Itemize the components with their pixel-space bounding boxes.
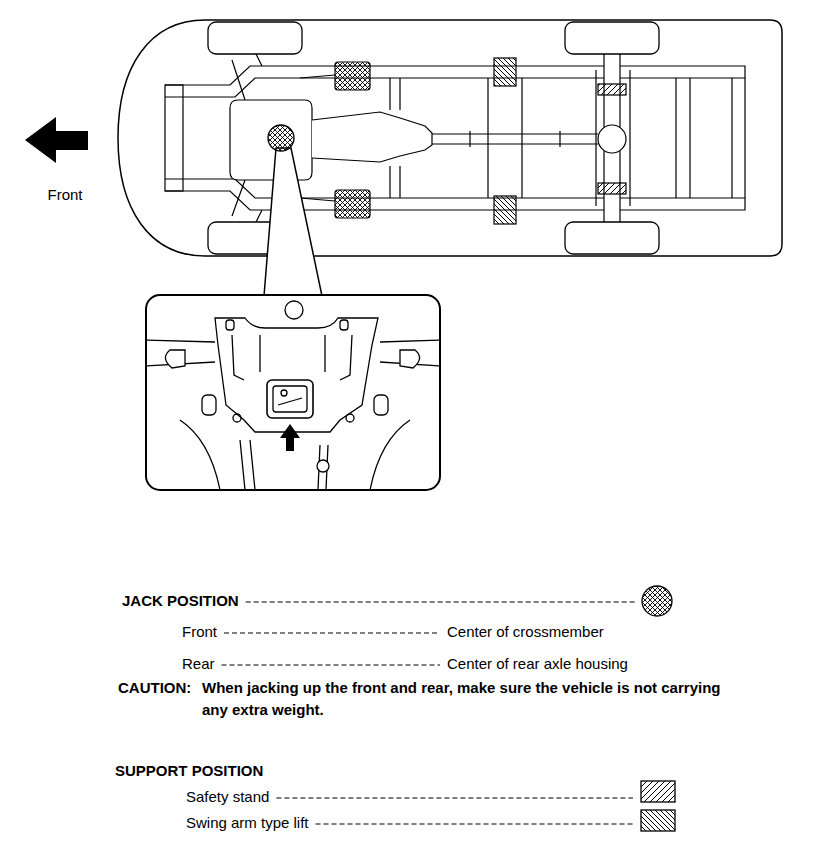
bolt: [285, 301, 303, 319]
section-heading: SUPPORT POSITION: [115, 760, 263, 782]
crossmember-plate: [215, 318, 378, 432]
frame-rail: [165, 179, 745, 210]
leader-dashes: [246, 601, 636, 602]
caution-text: When jacking up the front and rear, make…: [202, 677, 747, 721]
steering-link: [180, 420, 410, 489]
engine: [230, 100, 312, 180]
position-description: Center of rear axle housing: [447, 653, 628, 675]
callout-wedge: [264, 148, 322, 296]
legend-swatch: [641, 781, 675, 802]
bump-stop: [374, 395, 388, 415]
position-name: Front: [182, 621, 217, 643]
swing-arm-point: [494, 58, 516, 86]
jack-point: [268, 125, 294, 151]
rear-wheel: [565, 222, 659, 254]
crossmember-rib: [232, 335, 352, 380]
position-description: Center of crossmember: [447, 621, 604, 643]
legend-text: Safety stand: [186, 786, 269, 808]
propeller-shaft: [432, 131, 598, 147]
position-name: Rear: [182, 653, 215, 675]
front-crossmember: [165, 85, 183, 191]
transmission: [312, 112, 432, 162]
safety-stand-point: [598, 183, 626, 194]
legend-heading: JACK POSITION: [122, 590, 239, 612]
caution-heading: CAUTION:: [118, 677, 191, 699]
lift-arrow: [280, 424, 300, 451]
frame-rail: [165, 66, 745, 97]
legend-text: Swing arm type lift: [186, 812, 309, 834]
leader-dashes: [224, 632, 440, 633]
jack-pad-edge: [278, 398, 302, 405]
steering-link: [317, 460, 329, 472]
rear-axle: [596, 70, 630, 206]
bolt: [346, 414, 354, 422]
crossmember: [732, 78, 745, 198]
front-arrow: [25, 117, 88, 163]
direction-label: Front: [47, 184, 82, 206]
inset-frame: [146, 295, 440, 490]
bolt: [233, 414, 241, 422]
swing-arm-point: [335, 62, 370, 90]
body-outline: [118, 20, 782, 256]
crossmember: [488, 78, 522, 198]
jack-pad: [273, 386, 307, 412]
rear-wheel: [565, 22, 659, 54]
jack-pad-hole: [281, 390, 287, 396]
leader-dashes: [222, 664, 440, 665]
jack-pad: [267, 380, 313, 418]
swing-arm-point: [335, 190, 370, 218]
swing-arm-point: [494, 196, 516, 224]
leader-dashes: [316, 823, 633, 824]
leader-dashes: [276, 797, 633, 798]
safety-stand-point: [598, 84, 626, 95]
differential: [598, 125, 626, 153]
mount-hole: [340, 320, 348, 330]
legend-swatch: [641, 810, 675, 831]
bump-stop: [202, 395, 216, 415]
crossmember: [676, 78, 690, 198]
legend-swatch: [642, 586, 672, 616]
mount-hole: [226, 320, 234, 330]
front-wheel: [208, 22, 302, 54]
